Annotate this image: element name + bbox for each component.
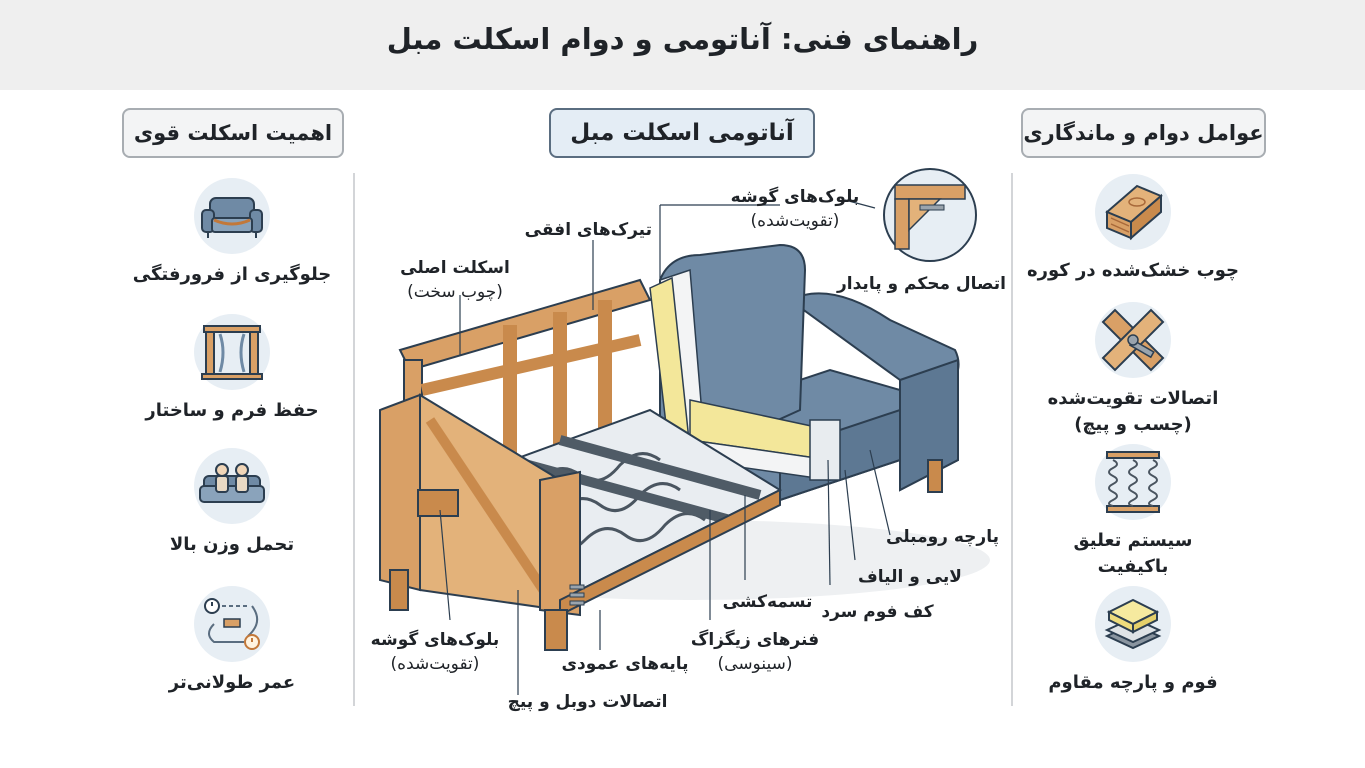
spring-icon bbox=[1095, 444, 1171, 520]
foam-layers-icon bbox=[1095, 586, 1171, 662]
callout-sublabel: (تقویت‌شده) bbox=[750, 211, 840, 231]
left-item-longer-life: عمر طولانی‌تر bbox=[117, 584, 347, 696]
callout-corner-blocks-top: بلوک‌های گوشه (تقویت‌شده) bbox=[715, 185, 875, 233]
wood-plank-icon bbox=[1095, 174, 1171, 250]
right-item-label: فوم و پارچه مقاوم bbox=[1048, 672, 1218, 693]
frame-columns-icon bbox=[194, 314, 270, 390]
left-item-no-sagging: جلوگیری از فرورفتگی bbox=[117, 176, 347, 288]
right-item-foam-fabric: فوم و پارچه مقاوم bbox=[1018, 584, 1248, 696]
right-item-label: اتصالات تقویت‌شده bbox=[1047, 388, 1219, 409]
screw-joint-icon bbox=[1095, 302, 1171, 378]
left-item-label: عمر طولانی‌تر bbox=[168, 672, 296, 693]
callout-sublabel: (چوب سخت) bbox=[407, 282, 503, 302]
right-item-label: چوب خشک‌شده در کوره bbox=[1027, 260, 1239, 281]
callout-sublabel: (سینوسی) bbox=[717, 654, 793, 674]
sofa-icon bbox=[194, 178, 270, 254]
right-item-sublabel: (چسب و پیچ) bbox=[1074, 414, 1192, 435]
right-item-sublabel: باکیفیت bbox=[1097, 556, 1169, 577]
right-panel-heading: عوامل دوام و ماندگاری bbox=[1021, 108, 1266, 158]
left-item-high-load: تحمل وزن بالا bbox=[117, 446, 347, 558]
callout-label: بلوک‌های گوشه bbox=[370, 630, 500, 650]
callout-corner-blocks-bottom: بلوک‌های گوشه (تقویت‌شده) bbox=[370, 628, 500, 676]
sofa-anatomy-illustration bbox=[379, 168, 990, 695]
callout-dowel-joints: اتصالات دوبل و پیچ bbox=[507, 692, 668, 712]
page-title: راهنمای فنی: آناتومی و دوام اسکلت مبل bbox=[386, 22, 979, 56]
callout-horizontal-rails: تیرک‌های افقی bbox=[524, 220, 652, 240]
right-item-suspension: سیستم تعلیق باکیفیت bbox=[1018, 442, 1248, 580]
callout-springs: فنرهای زیگزاگ (سینوسی) bbox=[690, 628, 820, 676]
callout-foam: کف فوم سرد bbox=[821, 602, 934, 622]
joint-detail-icon bbox=[883, 168, 977, 262]
left-item-label: حفظ فرم و ساختار bbox=[145, 400, 319, 421]
left-item-keep-shape: حفظ فرم و ساختار bbox=[117, 312, 347, 424]
right-divider bbox=[1011, 173, 1013, 706]
callout-label: بلوک‌های گوشه bbox=[730, 187, 860, 207]
center-panel-heading: آناتومی اسکلت مبل bbox=[549, 108, 815, 158]
left-item-label: تحمل وزن بالا bbox=[169, 534, 295, 555]
people-on-sofa-icon bbox=[194, 448, 270, 524]
left-divider bbox=[353, 173, 355, 706]
callout-label: اسکلت اصلی bbox=[400, 258, 510, 278]
callout-vertical-posts: پایه‌های عمودی bbox=[561, 654, 689, 674]
callout-upholstery: پارچه رومبلی bbox=[886, 527, 999, 547]
left-item-label: جلوگیری از فرورفتگی bbox=[132, 264, 332, 285]
right-item-kiln-dried: چوب خشک‌شده در کوره bbox=[1018, 172, 1248, 284]
callout-webbing: تسمه‌کشی bbox=[722, 592, 813, 612]
callout-padding: لایی و الیاف bbox=[858, 567, 962, 587]
callout-main-frame: اسکلت اصلی (چوب سخت) bbox=[395, 256, 515, 304]
left-panel-heading: اهمیت اسکلت قوی bbox=[122, 108, 344, 158]
header: راهنمای فنی: آناتومی و دوام اسکلت مبل bbox=[0, 0, 1365, 90]
callout-sublabel: (تقویت‌شده) bbox=[390, 654, 480, 674]
callout-label: فنرهای زیگزاگ bbox=[690, 630, 820, 650]
right-item-reinforced-joints: اتصالات تقویت‌شده (چسب و پیچ) bbox=[1018, 300, 1248, 438]
callout-joint-detail: اتصال محکم و پایدار bbox=[837, 274, 1006, 294]
clock-cycle-icon bbox=[194, 586, 270, 662]
right-item-label: سیستم تعلیق bbox=[1073, 530, 1193, 551]
